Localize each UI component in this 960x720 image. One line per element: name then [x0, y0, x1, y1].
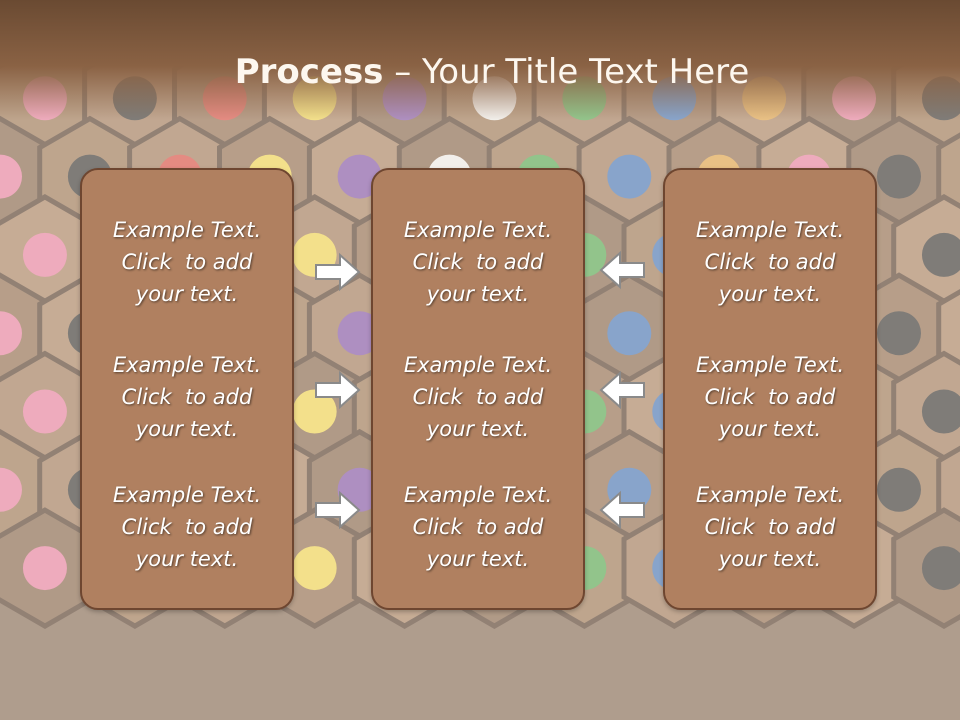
pencil-core [22, 546, 67, 591]
text-line: Example Text. [403, 353, 553, 377]
text-line: Example Text. [112, 483, 262, 507]
process-box-middle[interactable]: Example Text. Click to add your text. Ex… [371, 168, 585, 610]
arrow-left-icon [599, 370, 645, 410]
pencil-core [0, 467, 22, 512]
pencil-core [0, 311, 22, 356]
arrow-left-icon [599, 250, 645, 290]
text-line: your text. [718, 417, 822, 441]
text-line: Click to add [704, 385, 836, 409]
box-text[interactable]: Example Text. Click to add your text. [373, 349, 583, 445]
pencil-core [877, 154, 921, 199]
title-band [0, 0, 960, 120]
text-line: Example Text. [112, 218, 262, 242]
arrow-left-icon [599, 490, 645, 530]
text-line: Example Text. [695, 353, 845, 377]
text-line: Click to add [121, 250, 253, 274]
text-line: your text. [426, 282, 530, 306]
text-line: your text. [135, 417, 239, 441]
box-text[interactable]: Example Text. Click to add your text. [373, 479, 583, 575]
box-text[interactable]: Example Text. Click to add your text. [665, 214, 875, 310]
text-line: your text. [426, 417, 530, 441]
box-text[interactable]: Example Text. Click to add your text. [373, 214, 583, 310]
box-text[interactable]: Example Text. Click to add your text. [82, 214, 292, 310]
process-box-right[interactable]: Example Text. Click to add your text. Ex… [663, 168, 877, 610]
text-line: Click to add [121, 515, 253, 539]
pencil-core [292, 546, 337, 591]
pencil-core [337, 154, 382, 199]
title-rest: – Your Title Text Here [383, 52, 750, 92]
text-line: Click to add [412, 385, 544, 409]
box-text[interactable]: Example Text. Click to add your text. [82, 479, 292, 575]
text-line: Click to add [704, 515, 836, 539]
pencil-core [0, 154, 22, 199]
text-line: Click to add [121, 385, 253, 409]
text-line: Example Text. [403, 218, 553, 242]
text-line: your text. [718, 547, 822, 571]
pencil-core [607, 154, 652, 199]
text-line: your text. [135, 282, 239, 306]
text-line: your text. [426, 547, 530, 571]
pencil-core [877, 311, 921, 356]
pencil-core [921, 546, 960, 591]
box-text[interactable]: Example Text. Click to add your text. [82, 349, 292, 445]
process-box-left[interactable]: Example Text. Click to add your text. Ex… [80, 168, 294, 610]
pencil-core [292, 389, 337, 434]
text-line: Click to add [412, 515, 544, 539]
pencil-core [337, 311, 382, 356]
title-bold: Process [234, 52, 384, 92]
box-text[interactable]: Example Text. Click to add your text. [665, 349, 875, 445]
text-line: Click to add [704, 250, 836, 274]
pencil-core [877, 467, 921, 512]
text-line: Example Text. [695, 218, 845, 242]
text-line: Example Text. [112, 353, 262, 377]
box-text[interactable]: Example Text. Click to add your text. [665, 479, 875, 575]
pencil-core [921, 389, 960, 434]
text-line: Example Text. [403, 483, 553, 507]
arrow-right-icon [315, 370, 361, 410]
arrow-right-icon [315, 252, 361, 292]
slide-title[interactable]: Process – Your Title Text Here [0, 52, 960, 92]
arrow-right-icon [315, 490, 361, 530]
pencil-core [22, 232, 67, 277]
text-line: your text. [135, 547, 239, 571]
pencil-core [607, 311, 652, 356]
text-line: Example Text. [695, 483, 845, 507]
text-line: your text. [718, 282, 822, 306]
text-line: Click to add [412, 250, 544, 274]
pencil-core [22, 389, 67, 434]
pencil-core [921, 232, 960, 277]
